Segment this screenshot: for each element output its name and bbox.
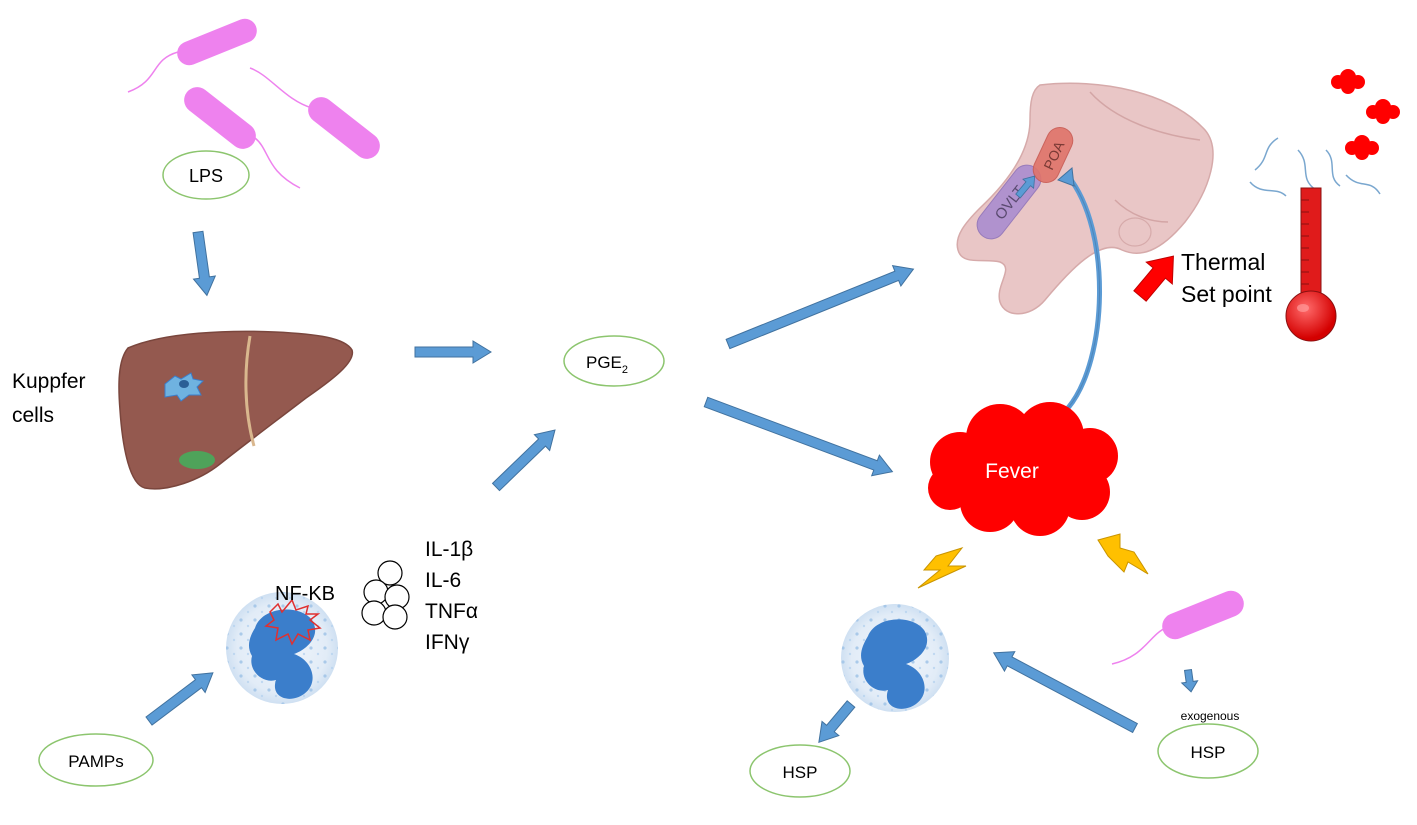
pge2-subscript: 2 bbox=[622, 364, 628, 376]
nfkb-burst bbox=[264, 598, 322, 646]
bacterium-1 bbox=[177, 18, 257, 66]
fever-label: Fever bbox=[985, 460, 1039, 483]
thermal-label-line2: Set point bbox=[1181, 281, 1272, 307]
arrow-fever-to-poa bbox=[1057, 167, 1102, 410]
kupffer-cell-icon bbox=[164, 372, 205, 402]
cytokine-item: IFNγ bbox=[425, 631, 470, 654]
lps-label: LPS bbox=[189, 166, 223, 186]
arrow-hsp-to-cell bbox=[992, 651, 1139, 734]
arrow-lps-to-liver bbox=[192, 230, 217, 297]
hypothalamus-illustration: OVLT POA bbox=[956, 82, 1214, 315]
bacteria-group bbox=[127, 18, 380, 189]
immune-cell-left bbox=[226, 592, 338, 704]
hsp-node-right: HSP bbox=[1157, 723, 1259, 779]
arrow-ovlt-to-poa bbox=[1015, 175, 1036, 199]
kupffer-label-line1: Kuppfer bbox=[12, 370, 86, 393]
fever-cloud bbox=[928, 402, 1118, 536]
lightning-bolt-right bbox=[1097, 533, 1149, 575]
arrow-bacterium-to-hsp bbox=[1180, 668, 1199, 693]
pge2-node: PGE2 bbox=[563, 335, 665, 387]
arrow-liver-to-pge2 bbox=[414, 340, 492, 364]
kupffer-label-line2: cells bbox=[12, 404, 54, 427]
cytokine-circles bbox=[361, 560, 410, 630]
hsp-right-label: HSP bbox=[1191, 743, 1226, 762]
bacterium-3 bbox=[308, 97, 380, 159]
thermal-up-arrow bbox=[1133, 255, 1174, 302]
hsp-left-label: HSP bbox=[783, 763, 818, 782]
nfkb-label: NF-KB bbox=[275, 583, 335, 605]
pge2-label: PGE bbox=[586, 353, 622, 372]
arrow-pamps-to-cell bbox=[145, 672, 214, 726]
arrow-pge2-to-fever bbox=[703, 396, 894, 477]
immune-cell-right bbox=[841, 604, 949, 712]
arrow-pge2-to-brain bbox=[725, 264, 915, 350]
svg-text:PGE2: PGE2 bbox=[586, 353, 628, 376]
pamps-node: PAMPs bbox=[38, 733, 154, 787]
cytokine-list: IL-1β IL-6 TNFα IFNγ bbox=[425, 538, 478, 654]
thermal-label-line1: Thermal bbox=[1181, 249, 1265, 275]
lps-node: LPS bbox=[162, 150, 250, 200]
cytokine-item: TNFα bbox=[425, 600, 478, 623]
exogenous-label: exogenous bbox=[1181, 709, 1240, 723]
lightning-bolt-left bbox=[917, 547, 967, 589]
bacterium-2 bbox=[184, 87, 256, 149]
arrow-cytokines-to-pge2 bbox=[491, 429, 556, 492]
arrow-cell-to-hsp bbox=[818, 700, 856, 744]
heat-clouds bbox=[1331, 69, 1400, 160]
cell-nucleus-left bbox=[248, 609, 316, 699]
cytokine-item: IL-6 bbox=[425, 569, 461, 592]
gallbladder bbox=[179, 451, 215, 469]
cell-nucleus-right bbox=[861, 619, 928, 709]
bacterium-exogenous bbox=[1111, 590, 1244, 665]
cytokine-item: IL-1β bbox=[425, 538, 473, 561]
pamps-label: PAMPs bbox=[68, 752, 123, 771]
hsp-node-left: HSP bbox=[749, 744, 851, 798]
liver-illustration bbox=[118, 330, 354, 490]
thermometer-icon bbox=[1249, 137, 1381, 342]
